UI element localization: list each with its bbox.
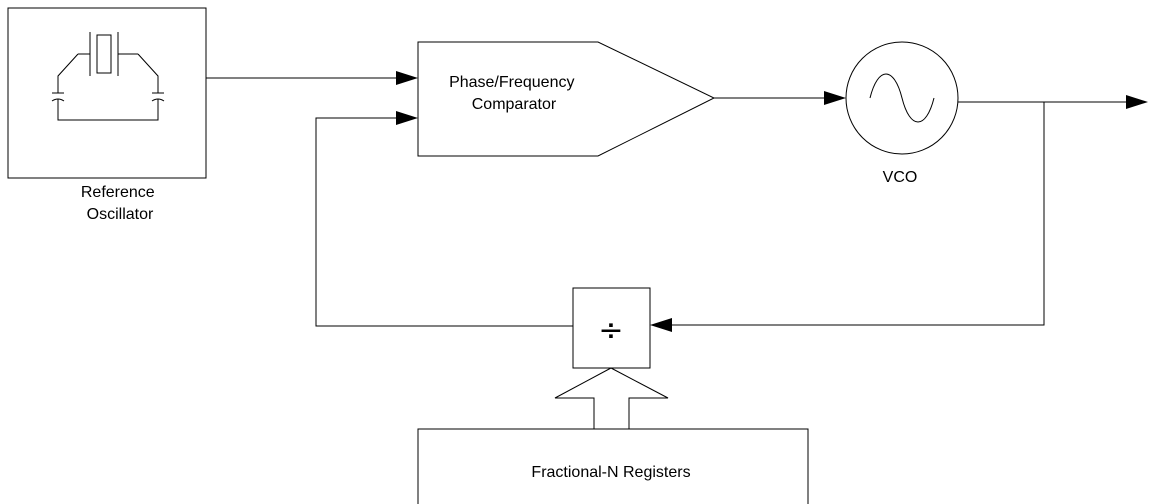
reference-oscillator-box (7, 7, 207, 179)
vco-label: VCO (883, 169, 918, 186)
reference-oscillator-block (7, 7, 207, 179)
fractional-n-registers-box (417, 428, 809, 504)
comparator-label: Phase/Frequency Comparator (449, 74, 579, 113)
vco-output-line (958, 95, 1148, 109)
divider-to-comparator-line (315, 111, 573, 327)
fractional-n-registers-label: Fractional-N Registers (531, 464, 690, 481)
sine-wave-icon (869, 73, 935, 123)
divide-symbol-icon: ÷ (598, 313, 623, 348)
crystal-icon (51, 32, 165, 121)
phase-frequency-comparator (417, 41, 716, 157)
divider-box (572, 287, 651, 369)
feedback-to-divider-line (650, 102, 1045, 332)
registers-to-divider-arrow (554, 367, 669, 430)
reference-oscillator-label: Reference Oscillator (81, 184, 159, 223)
reference-to-comparator-line (206, 71, 418, 85)
comparator-to-vco-line (714, 91, 846, 105)
vco-block (845, 41, 959, 155)
